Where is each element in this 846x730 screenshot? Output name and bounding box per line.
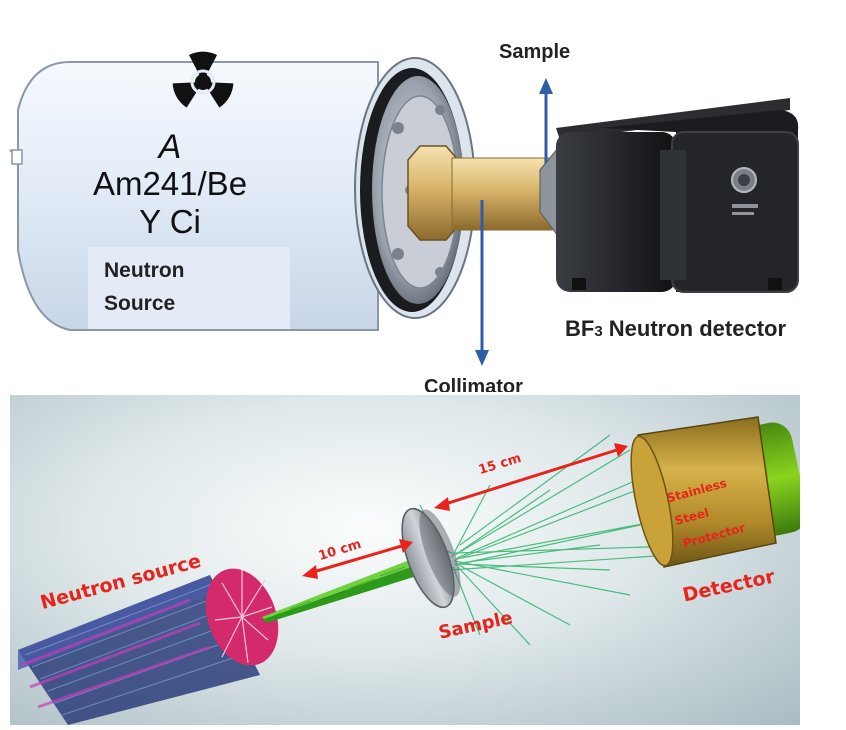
isotope-letter: A <box>158 128 182 166</box>
source-box-line1: Neutron <box>104 259 185 282</box>
neutron-source-model <box>18 568 279 725</box>
setup-photo-panel: A Am241/Be Y Ci Neutron Source Sample BF… <box>9 41 799 392</box>
collimator-label: Collimator <box>424 376 523 392</box>
source-label-box: Neutron Source <box>88 247 290 329</box>
source-activity: Y Ci <box>139 203 201 240</box>
collimator-tube <box>407 145 553 241</box>
detector-label-suffix: Neutron detector <box>602 316 787 341</box>
detector-label: BF3 Neutron detector <box>565 316 786 342</box>
detector-label-subscript: 3 <box>594 323 603 340</box>
isotope-name: Am241/Be <box>92 165 248 202</box>
sample-label: Sample <box>499 41 571 63</box>
source-box-line2: Source <box>104 292 176 315</box>
sample-disk <box>401 507 461 609</box>
distance-arrow-10cm <box>302 539 413 579</box>
distance-arrow-15cm <box>434 443 628 511</box>
neutron-beam <box>262 560 420 623</box>
bf3-detector <box>539 98 799 293</box>
collimator-arrow <box>475 200 489 366</box>
simulation-panel: 10 cm 15 cm Neutron source Sample Detect… <box>10 395 800 725</box>
simulation-render <box>18 416 800 725</box>
detector-model <box>630 416 800 568</box>
detector-label-prefix: BF <box>565 316 595 341</box>
radiation-icon <box>172 51 234 108</box>
